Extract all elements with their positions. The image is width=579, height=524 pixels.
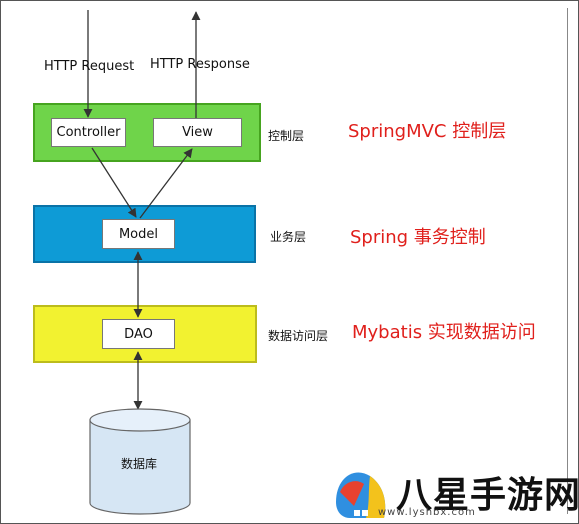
model-view-arrow — [139, 148, 193, 219]
watermark-logo-icon — [336, 472, 386, 518]
control-layer-label: 控制层 — [268, 129, 305, 143]
database-cylinder-icon — [89, 408, 191, 515]
model-box: Model — [102, 219, 175, 249]
http-response-label: HTTP Response — [150, 57, 250, 72]
inner-frame — [10, 8, 568, 514]
spring-annotation: Spring 事务控制 — [350, 227, 486, 248]
controller-model-arrow — [91, 147, 137, 218]
http-request-label: HTTP Request — [44, 59, 135, 74]
data-access-layer-label: 数据访问层 — [268, 329, 329, 343]
controller-box: Controller — [51, 118, 126, 147]
mybatis-annotation: Mybatis 实现数据访问 — [352, 322, 536, 343]
springmvc-annotation: SpringMVC 控制层 — [348, 121, 507, 142]
business-layer-label: 业务层 — [270, 230, 307, 244]
watermark-title: 八星手游网 — [396, 475, 579, 516]
dao-box: DAO — [102, 319, 175, 349]
database-label: 数据库 — [120, 457, 157, 471]
watermark-url: www.lyshbx.com — [378, 507, 476, 518]
view-box: View — [153, 118, 242, 147]
business-layer-band — [33, 205, 256, 263]
